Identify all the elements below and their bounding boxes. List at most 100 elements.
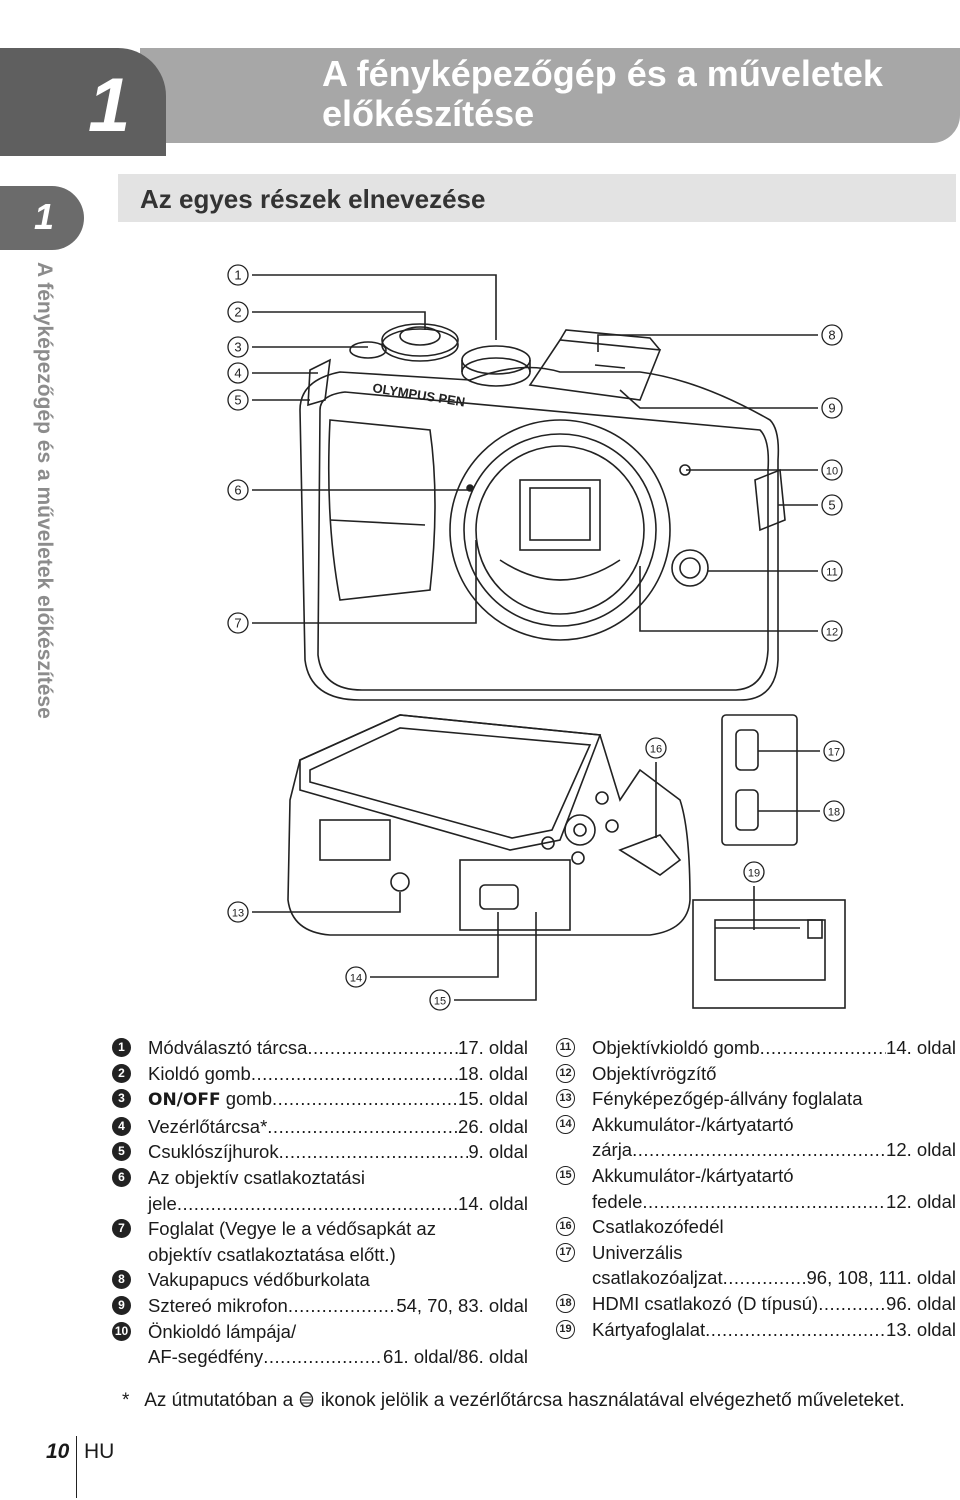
chapter-number-tab: 1 (0, 48, 166, 156)
part-page-ref: 61. oldal/86. oldal (382, 1346, 528, 1368)
part-label: Vakupapucs védőburkolata (148, 1269, 370, 1291)
part-page-ref: 13. oldal (886, 1318, 956, 1340)
footnote-text-after: ikonok jelölik a vezérlőtárcsa használat… (320, 1390, 905, 1411)
side-vertical-text: A fényképezőgép és a műveletek előkészít… (33, 262, 56, 719)
callout-leader-line (252, 311, 426, 330)
part-label-line: Önkioldó lámpája/ (148, 1319, 528, 1345)
section-title: Az egyes részek elnevezése (140, 184, 486, 214)
part-number-badge: 15 (556, 1165, 575, 1185)
leader-dots (288, 1293, 396, 1319)
callout-number: 17 (828, 747, 840, 759)
part-number-badge: 17 (556, 1242, 575, 1262)
part-label-line: csatlakozóaljzat96, 108, 111. oldal (592, 1265, 956, 1291)
callout-circle (743, 861, 765, 883)
part-list-item: 19 Kártyafoglalat 13. oldal (552, 1317, 956, 1343)
part-label-cont: fedele (592, 1190, 643, 1212)
leader-dots (632, 1137, 886, 1163)
part-number-badge: 6 (112, 1167, 131, 1187)
part-number-badge: 13 (556, 1089, 575, 1109)
part-label: HDMI csatlakozó (D típusú) (592, 1292, 819, 1314)
part-page-ref: 17. oldal (458, 1037, 528, 1058)
part-number-badge: 3 (112, 1089, 131, 1109)
callout-number: 2 (234, 305, 241, 320)
control-dial-icon (300, 1391, 314, 1408)
callout-leader-line (597, 334, 818, 352)
part-label-line: Objektívkioldó gomb14. oldal (592, 1035, 956, 1061)
part-label: Önkioldó lámpája/ (148, 1320, 297, 1342)
callout-circle (821, 620, 843, 642)
callout-circle (227, 612, 249, 634)
callout-number: 16 (650, 744, 662, 756)
part-label: Akkumulátor-/kártyatartó (592, 1164, 794, 1186)
brand-lettering: OLYMPUS PEN (372, 380, 467, 409)
chapter-title: A fényképezőgép és a műveletek előkészít… (322, 54, 883, 134)
part-label-line: Univerzális (592, 1240, 956, 1266)
part-label-line: zárja12. oldal (592, 1137, 956, 1163)
part-label: Kártyafoglalat (592, 1318, 706, 1340)
chapter-title-bar: A fényképezőgép és a műveletek előkészít… (140, 48, 960, 143)
part-list-item: 6Az objektív csatlakoztatásijele14. olda… (108, 1165, 528, 1216)
callout-circle (821, 324, 843, 346)
part-label-line: Objektívrögzítő (592, 1061, 956, 1087)
part-page-ref: 14. oldal (458, 1192, 528, 1214)
callout-number: 1 (234, 268, 241, 283)
callout-number: 19 (748, 868, 760, 880)
leader-dots (723, 1265, 807, 1291)
part-label: ON/OFF gomb (148, 1086, 272, 1114)
callout-circle (429, 989, 451, 1011)
leader-dots (818, 1291, 886, 1317)
callout-circle (823, 800, 845, 822)
part-list-item: 5Csuklószíjhurok9. oldal (108, 1139, 528, 1165)
section-header: Az egyes részek elnevezése (118, 174, 956, 222)
part-label-line: AF-segédfény 61. oldal/86. oldal (148, 1344, 528, 1370)
callout-circle (227, 301, 249, 323)
footnote-star: * (122, 1390, 130, 1411)
callout-number: 12 (826, 627, 838, 639)
part-label-line: Kártyafoglalat 13. oldal (592, 1317, 956, 1343)
parts-list-right: 11 Objektívkioldó gomb14. oldal 12 Objektív… (552, 1035, 956, 1342)
part-number-badge: 11 (556, 1038, 575, 1057)
callout-number: 10 (826, 466, 838, 478)
callout-leader-line (619, 389, 818, 409)
callout-number: 18 (828, 807, 840, 819)
side-chapter-tab: 1 (0, 186, 84, 250)
part-label-cont: AF-segédfény (148, 1346, 264, 1368)
part-number-badge: 1 (112, 1038, 131, 1057)
part-label-line: Csatlakozófedél (592, 1214, 956, 1240)
callout-number: 15 (434, 996, 446, 1008)
callout-leader-line (252, 274, 497, 340)
part-label: Kioldó gomb (148, 1062, 251, 1084)
page-language: HU (84, 1440, 115, 1463)
part-page-ref: 9. oldal (468, 1141, 528, 1163)
page-number: 10 (46, 1440, 70, 1463)
part-number-badge: 4 (112, 1116, 131, 1136)
callout-number: 11 (826, 567, 837, 579)
callout-leader-line (454, 912, 537, 1001)
part-number-badge: 9 (112, 1295, 131, 1315)
side-tab-number: 1 (34, 196, 55, 237)
part-label: Csuklószíjhurok (148, 1141, 279, 1163)
part-number-badge: 12 (556, 1063, 575, 1083)
part-label-line: objektív csatlakoztatása előtt.) (148, 1242, 528, 1268)
chapter-title-line1: A fényképezőgép és a műveletek (322, 53, 883, 94)
leader-dots (251, 1061, 458, 1087)
part-label: Objektívrögzítő (592, 1062, 717, 1084)
leader-dots (307, 1035, 458, 1061)
part-number-badge: 18 (556, 1293, 575, 1313)
callout-circle (227, 362, 249, 384)
callout-number: 8 (828, 328, 835, 343)
callout-number: 13 (232, 908, 244, 920)
part-number-badge: 19 (556, 1319, 575, 1339)
footer-divider (76, 1436, 77, 1498)
part-number-badge: 7 (112, 1219, 131, 1239)
callout-circle (345, 966, 367, 988)
chapter-title-line2: előkészítése (322, 93, 535, 134)
callout-circle (227, 264, 249, 286)
